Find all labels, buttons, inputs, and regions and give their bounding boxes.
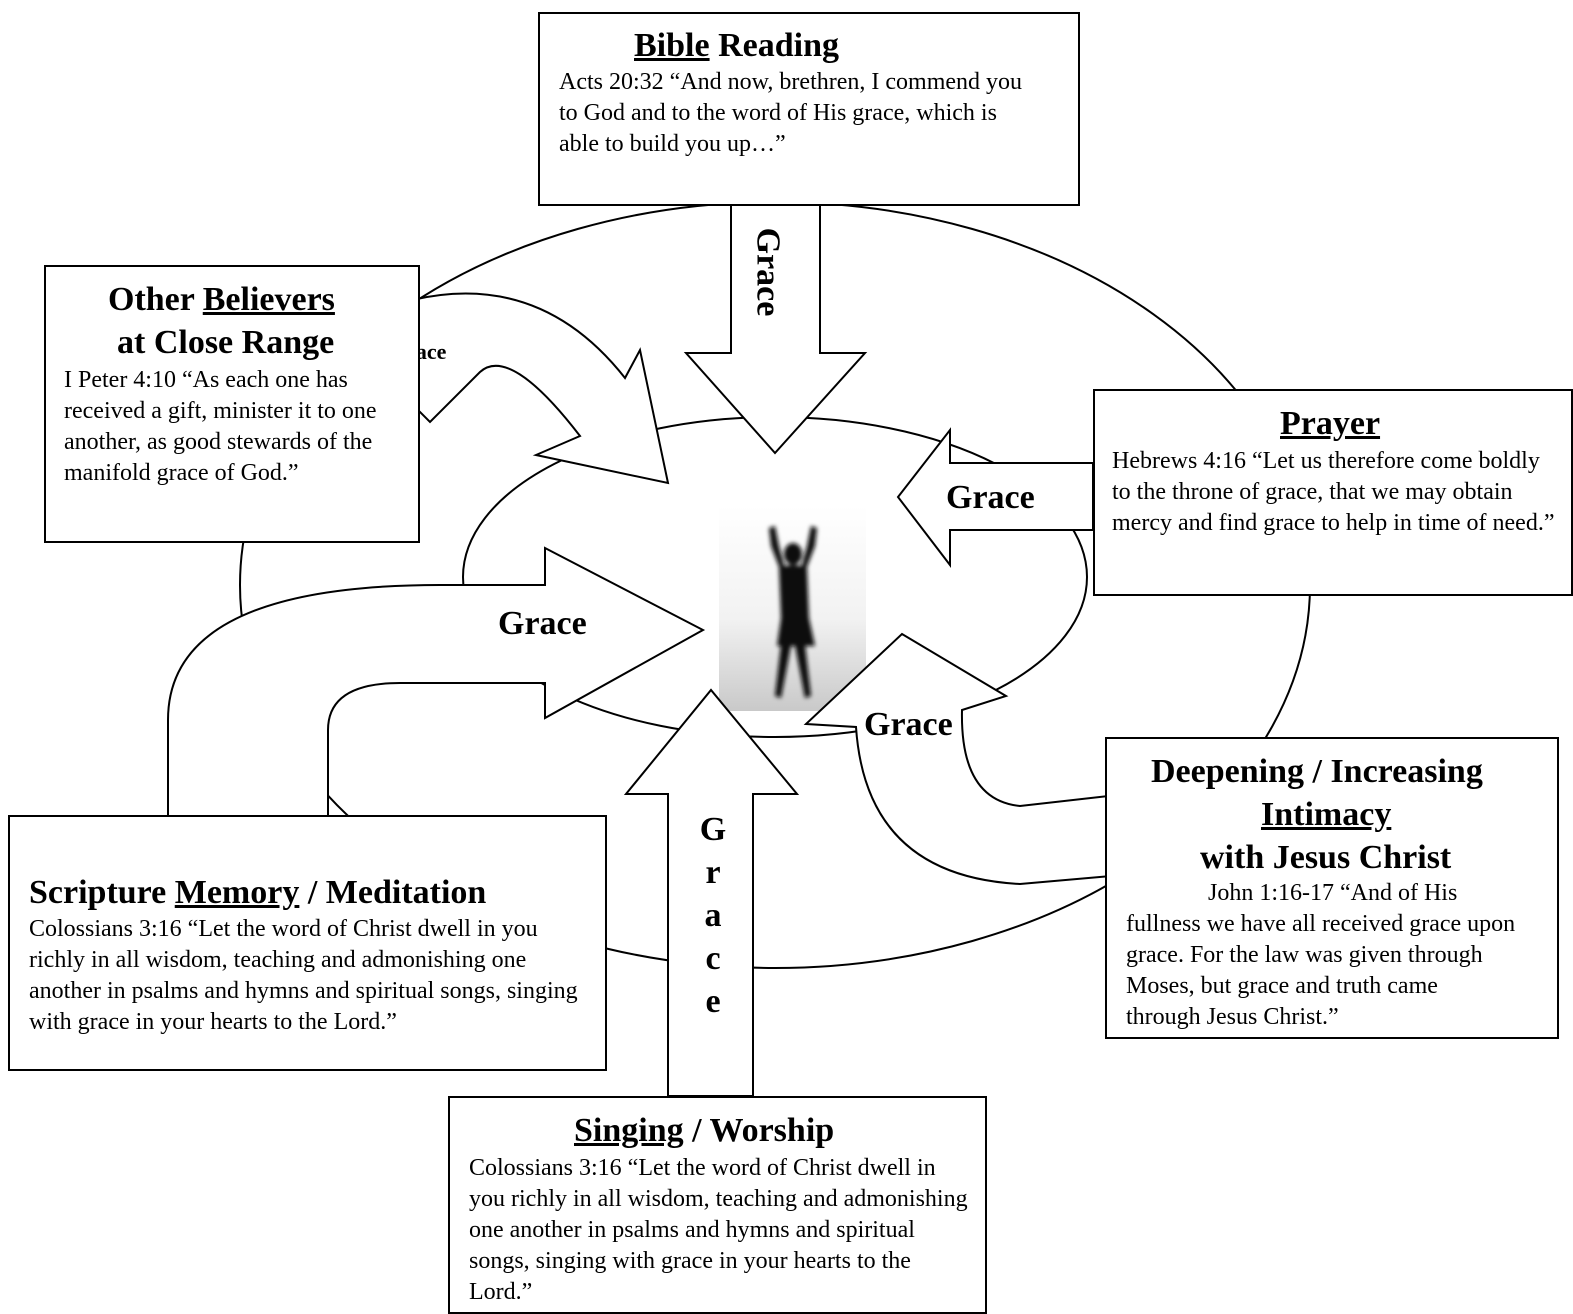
other-believers-verse: I Peter 4:10 “As each one has received a… (64, 367, 377, 486)
grace-letter: r (705, 854, 721, 891)
intimacy-title-line1: Deepening / Increasing (1151, 753, 1483, 790)
grace-label-singing: G r a c e (695, 808, 731, 1023)
other-believers-title-line1: Other Believers (108, 283, 335, 317)
title-pre: Other (108, 281, 195, 318)
intimacy-verse: John 1:16-17 “And of His fullness we hav… (1126, 880, 1516, 1030)
title-rest: / Worship (692, 1112, 835, 1149)
prayer-box: Prayer Hebrews 4:16 “Let us therefore co… (1093, 389, 1573, 596)
title-rest: / Meditation (307, 874, 487, 911)
grace-letter: a (704, 897, 722, 934)
title-rest: Reading (718, 27, 839, 64)
grace-letter: e (705, 983, 721, 1020)
person-silhouette-image (719, 506, 866, 711)
title-underlined: Believers (202, 281, 335, 318)
scripture-memory-box: Scripture Memory / Meditation Colossians… (8, 815, 607, 1071)
grace-label-bible: Grace (749, 227, 787, 317)
grace-label-memory: Grace (498, 605, 587, 642)
grace-arrow-singing (623, 688, 800, 1097)
intimacy-box: Deepening / Increasing Intimacy with Jes… (1105, 737, 1559, 1039)
singing-box: Singing / Worship Colossians 3:16 “Let t… (448, 1096, 987, 1314)
grace-letter: G (699, 811, 727, 848)
bible-reading-title: Bible Reading (634, 29, 839, 63)
grace-arrow-memory (167, 546, 706, 818)
bible-reading-verse: Acts 20:32 “And now, brethren, I commend… (559, 69, 1023, 157)
intimacy-title-line3: with Jesus Christ (1200, 839, 1452, 876)
grace-letter: c (705, 940, 721, 977)
grace-label-intimacy: Grace (864, 706, 953, 743)
title-pre: Scripture (29, 874, 167, 911)
grace-label-prayer: Grace (946, 479, 1035, 516)
grace-arrow-prayer (896, 427, 1094, 568)
title-underlined: Memory (174, 874, 300, 911)
title-underlined: Bible (634, 27, 710, 64)
prayer-verse: Hebrews 4:16 “Let us therefore come bold… (1112, 448, 1555, 536)
title-underlined: Singing (574, 1112, 684, 1149)
intimacy-title-line2: Intimacy (1261, 796, 1392, 833)
grace-arrow-believers (358, 292, 670, 485)
scripture-memory-title: Scripture Memory / Meditation (29, 876, 486, 910)
bible-reading-box: Bible Reading Acts 20:32 “And now, breth… (538, 12, 1080, 206)
prayer-title: Prayer (1280, 405, 1381, 442)
other-believers-title-line2: at Close Range (117, 324, 335, 361)
other-believers-box: Other Believers at Close Range I Peter 4… (44, 265, 420, 543)
singing-verse: Colossians 3:16 “Let the word of Christ … (469, 1155, 968, 1305)
scripture-memory-verse: Colossians 3:16 “Let the word of Christ … (29, 916, 578, 1035)
grace-arrow-intimacy (803, 632, 1181, 886)
singing-title: Singing / Worship (574, 1114, 834, 1148)
